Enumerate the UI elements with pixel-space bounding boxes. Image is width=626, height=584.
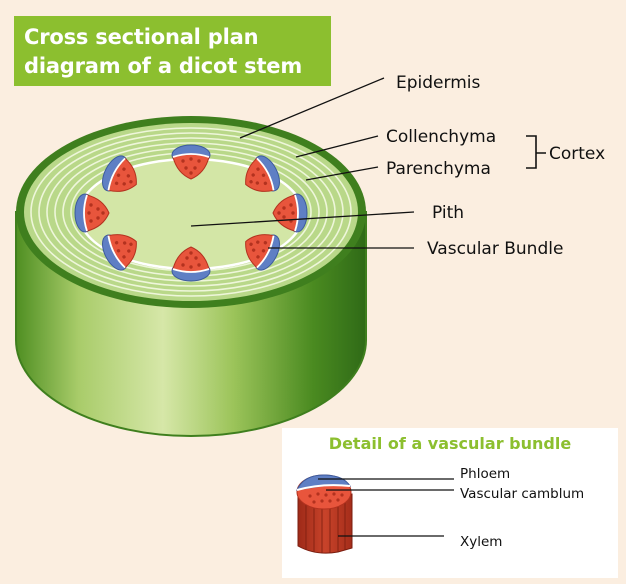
- xylem-cell: [89, 219, 93, 223]
- label-vascular-bundle: Vascular Bundle: [427, 239, 563, 259]
- cambium-line: [256, 235, 275, 269]
- xylem-cell: [89, 203, 93, 207]
- xylem-cell: [181, 263, 185, 267]
- vascular-bundle: [171, 144, 211, 180]
- xylem-cell: [189, 157, 193, 161]
- cambium-line: [107, 235, 126, 269]
- xylem-cell: [249, 242, 253, 246]
- xylem-cell: [251, 173, 255, 177]
- label-cortex: Cortex: [549, 144, 605, 164]
- title-banner: Cross sectional plan diagram of a dicot …: [14, 16, 331, 86]
- vascular-bundle: [102, 155, 137, 192]
- label-parenchyma: Parenchyma: [386, 159, 491, 179]
- xylem-cell: [256, 255, 260, 259]
- xylem-cell: [189, 251, 193, 255]
- xylem-cell: [255, 181, 260, 185]
- xylem-cell: [122, 255, 126, 259]
- vascular-bundle: [102, 234, 137, 271]
- xylem-cell: [197, 159, 201, 163]
- xylem-cell: [114, 181, 119, 185]
- xylem-cell: [185, 256, 189, 260]
- vascular-bundle: [245, 155, 280, 192]
- xylem-cell: [251, 248, 256, 252]
- vascular-bundle: [245, 234, 280, 271]
- xylem-cell: [261, 249, 266, 253]
- label-collenchyma: Collenchyma: [386, 127, 496, 147]
- xylem-cell: [256, 240, 260, 244]
- xylem-cell: [194, 256, 198, 260]
- vascular-bundle: [74, 193, 110, 233]
- cambium-line: [107, 157, 126, 191]
- xylem-cell: [129, 242, 133, 246]
- xylem-cell: [197, 263, 201, 267]
- xylem-cell: [261, 173, 266, 177]
- xylem-cell: [282, 215, 286, 219]
- detail-cambium-line: [296, 484, 351, 491]
- vascular-bundles: [74, 144, 308, 282]
- detail-title: Detail of a vascular bundle: [328, 434, 572, 453]
- cambium-line: [172, 153, 210, 158]
- xylem-cell: [189, 171, 193, 175]
- xylem-cell: [256, 167, 260, 171]
- xylem-cell: [263, 241, 268, 245]
- detail-panel: Detail of a vascular bundle Phloem Vascu…: [282, 428, 618, 578]
- xylem-cell: [129, 180, 133, 184]
- xylem-cell: [263, 181, 268, 185]
- xylem-cell: [127, 249, 131, 253]
- vascular-bundle: [272, 193, 308, 233]
- xylem-cell: [282, 206, 286, 210]
- cambium-line: [294, 194, 299, 232]
- xylem-cell: [126, 174, 131, 178]
- xylem-cell: [122, 241, 127, 245]
- xylem-cell: [96, 216, 100, 220]
- detail-bundle-illustration: Phloem Vascular camblum Xylem: [296, 466, 584, 554]
- xylem-cell: [122, 182, 126, 186]
- label-phloem: Phloem: [460, 466, 510, 482]
- cambium-line: [256, 157, 275, 191]
- xylem-cell: [96, 207, 100, 211]
- cambium-line: [83, 194, 88, 232]
- xylem-cell: [181, 159, 185, 163]
- xylem-cell: [122, 167, 126, 171]
- detail-xylem-dots: [308, 492, 344, 504]
- xylem-cell: [249, 180, 253, 184]
- label-vascular-cambium: Vascular camblum: [460, 486, 584, 502]
- label-pith: Pith: [432, 203, 464, 223]
- cambium-line: [172, 268, 210, 273]
- xylem-cell: [291, 211, 295, 215]
- label-epidermis: Epidermis: [396, 73, 480, 93]
- xylem-cell: [277, 211, 281, 215]
- xylem-cell: [189, 265, 193, 269]
- xylem-cell: [101, 211, 105, 215]
- label-xylem: Xylem: [460, 534, 502, 550]
- xylem-cell: [87, 211, 91, 215]
- xylem-cell: [116, 173, 121, 177]
- xylem-cell: [193, 166, 197, 170]
- xylem-cell: [116, 249, 121, 253]
- xylem-cell: [114, 241, 119, 245]
- title-line-1: Cross sectional plan: [24, 25, 259, 49]
- detail-xylem-block: [297, 493, 353, 554]
- title-line-2: diagram of a dicot stem: [24, 54, 303, 78]
- xylem-cell: [184, 166, 188, 170]
- cortex-bracket: [526, 135, 546, 169]
- leader-lines: [190, 77, 415, 249]
- vascular-bundle: [171, 246, 211, 282]
- detail-leader-lines: [318, 478, 454, 537]
- xylem-cell: [289, 203, 293, 207]
